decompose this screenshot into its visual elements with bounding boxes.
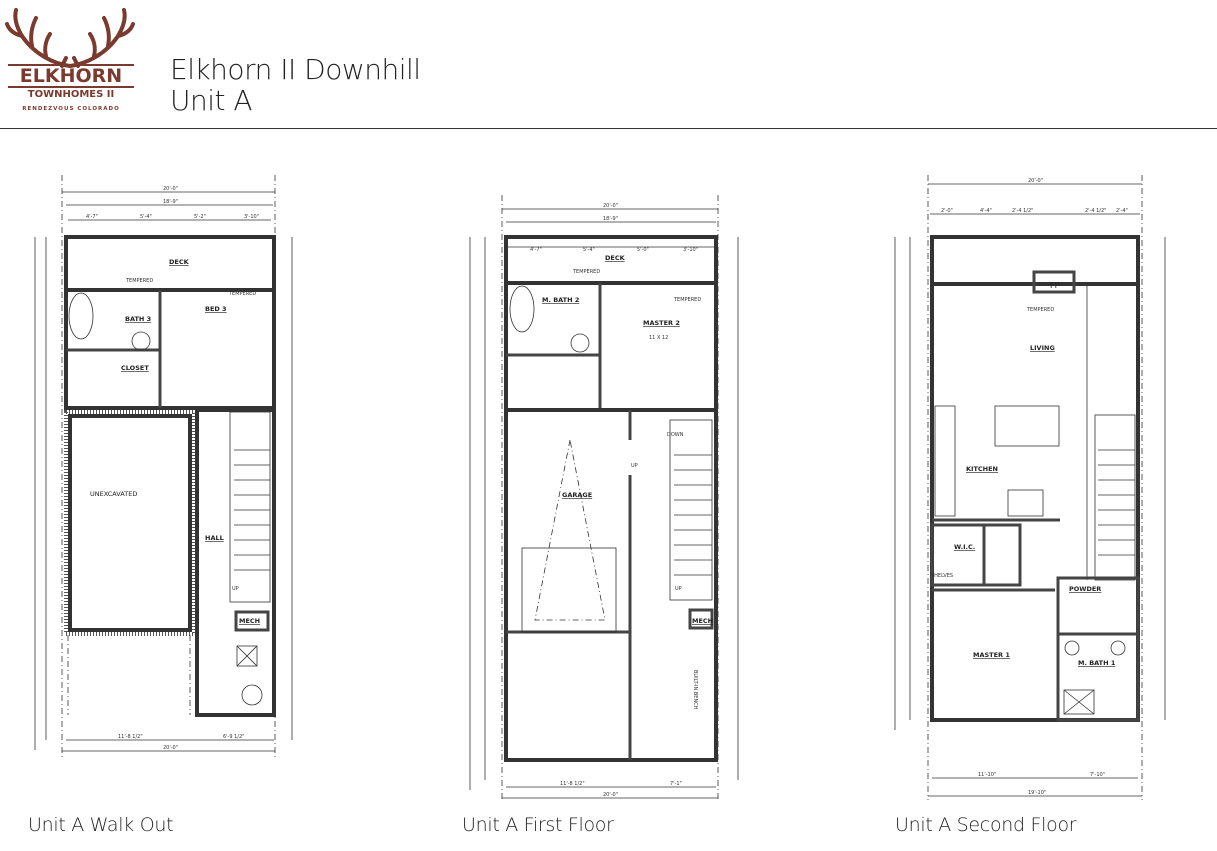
note-up: UP <box>675 586 682 592</box>
dim-segment: 2'-4 1/2" <box>1012 208 1033 214</box>
dim-segment: 11'-10" <box>978 772 996 778</box>
dim-segment: 3'-10" <box>244 214 259 220</box>
note-tempered: TEMPERED <box>228 291 256 297</box>
dim-inner-width: 18'-9" <box>603 216 618 222</box>
header-divider <box>0 128 1217 129</box>
room-label-deck: DECK <box>605 254 626 262</box>
room-label-mech: MECH <box>239 617 260 625</box>
room-label-m-bath-1: M. BATH 1 <box>1078 659 1116 667</box>
title-line-1: Elkhorn II Downhill <box>170 53 421 86</box>
dim-segment: 2'-0" <box>941 208 953 214</box>
dim-segment: 7'-10" <box>1090 772 1105 778</box>
elkhorn-logo: ELKHORN TOWNHOMES II RENDEZVOUS COLORADO <box>4 6 136 118</box>
stairs <box>234 449 270 571</box>
room-label-master-2: MASTER 2 <box>643 319 680 327</box>
caption-walk-out: Unit A Walk Out <box>28 814 174 836</box>
stairs <box>1098 449 1135 556</box>
dim-overall-width: 20'-0" <box>163 186 178 192</box>
caption-second-floor: Unit A Second Floor <box>895 814 1077 836</box>
note-up: UP <box>631 463 638 469</box>
note-shelves: SHELVES <box>931 573 953 579</box>
dim-segment: 4'-7" <box>86 214 98 220</box>
dim-overall-width: 20'-0" <box>163 745 178 751</box>
dim-segment: 6'-9 1/2" <box>223 734 244 740</box>
room-label-kitchen: KITCHEN <box>966 465 998 473</box>
dim-segment: 7'-1" <box>670 781 682 787</box>
room-label-master-1: MASTER 1 <box>973 651 1010 659</box>
note-tempered: TEMPERED <box>673 297 701 303</box>
garage-car-outline <box>521 439 617 633</box>
fireplace-label: FP <box>1050 281 1060 290</box>
room-label-wic: W.I.C. <box>954 543 975 551</box>
room-label-bath-3: BATH 3 <box>125 315 151 323</box>
plan-walk-out: 20'-0" 18'-9" 4'-7" 5'-4" 5'-2" 3'-10" <box>34 175 293 760</box>
dim-segment: 4'-4" <box>980 208 992 214</box>
note-tempered: TEMPERED <box>572 269 600 275</box>
dim-segment: 2'-4" <box>1116 208 1128 214</box>
room-label-living: LIVING <box>1030 344 1055 352</box>
logo-wordmark: ELKHORN <box>8 64 134 88</box>
room-label-closet: CLOSET <box>121 364 149 372</box>
plan-second-floor: 20'-0" 2'-0" 4'-4" 2'-4 1/2" 2'-4 1/2" 2… <box>894 175 1166 800</box>
dim-inner-width: 19'-10" <box>1028 790 1046 796</box>
room-label-garage: GARAGE <box>562 491 592 499</box>
antler-icon <box>5 8 135 68</box>
room-label-bed-3: BED 3 <box>205 305 227 313</box>
dim-segment: 5'-0" <box>637 247 649 253</box>
logo-subtitle: TOWNHOMES II <box>27 89 115 100</box>
master-2-size: 11 X 12 <box>649 335 668 341</box>
dim-segment: 5'-4" <box>140 214 152 220</box>
plan-first-floor: 20'-0" 18'-9" 4'-7" 5'-4" 5'-0" 3'-10" <box>469 195 739 800</box>
dim-segment: 11'-8 1/2" <box>560 781 585 787</box>
note-bench: BUILT-IN BENCH <box>692 670 698 710</box>
stairs <box>674 454 712 576</box>
dim-segment: 2'-4 1/2" <box>1085 208 1106 214</box>
page-title: Elkhorn II Downhill Unit A <box>170 54 421 116</box>
logo-location: RENDEZVOUS COLORADO <box>22 106 120 112</box>
dim-segment: 5'-2" <box>194 214 206 220</box>
room-label-mech: MECH <box>692 617 713 625</box>
dim-inner-width: 18'-9" <box>163 199 178 205</box>
dim-segment: 3'-10" <box>683 247 698 253</box>
room-label-m-bath-2: M. BATH 2 <box>542 296 579 304</box>
title-line-2: Unit A <box>170 84 253 117</box>
note-tempered: TEMPERED <box>1026 307 1054 313</box>
dim-overall-width: 20'-0" <box>603 203 618 209</box>
room-label-hall: HALL <box>205 534 224 542</box>
dim-overall-width: 20'-0" <box>603 792 618 798</box>
room-label-deck: DECK <box>169 258 190 266</box>
room-label-unexcavated: UNEXCAVATED <box>90 490 137 498</box>
note-tempered: TEMPERED <box>125 278 153 284</box>
dim-segment: 4'-7" <box>530 247 542 253</box>
room-label-powder: POWDER <box>1069 585 1101 593</box>
note-down: DOWN <box>667 432 684 438</box>
dim-segment: 11'-8 1/2" <box>118 734 143 740</box>
dim-overall-width: 20'-0" <box>1028 178 1043 184</box>
caption-first-floor: Unit A First Floor <box>462 814 614 836</box>
note-up: UP <box>232 586 239 592</box>
dim-segment: 5'-4" <box>583 247 595 253</box>
